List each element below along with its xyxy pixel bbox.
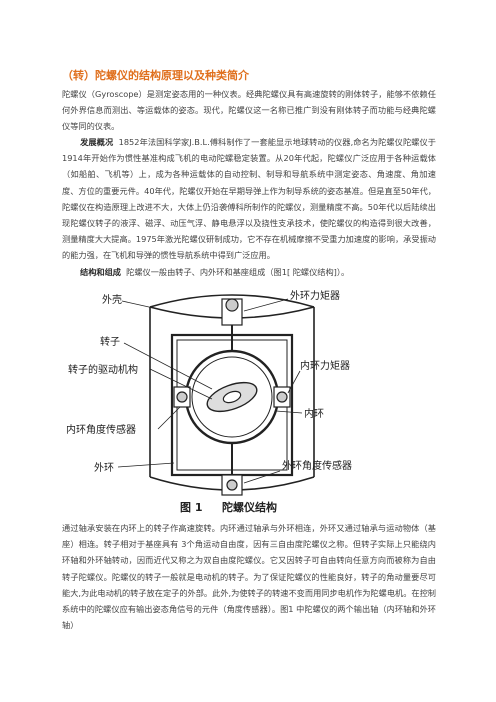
detail-paragraph: 通过轴承安装在内环上的转子作高速旋转。内环通过轴承与外环相连，外环又通过轴承与运…: [62, 520, 436, 633]
outer-angle-sensor-part: [221, 443, 243, 496]
structure-paragraph: 结构和组成 陀螺仪一般由转子、内外环和基座组成（图1[ 陀螺仪结构]）。: [62, 264, 436, 280]
inner-angle-sensor-part: [173, 386, 191, 408]
structure-text: 陀螺仪一般由转子、内外环和基座组成（图1[ 陀螺仪结构]）。: [126, 267, 350, 277]
label-inner-torquer: 内环力矩器: [300, 359, 350, 372]
history-label: 发展概况: [80, 137, 114, 147]
label-outer-angle-sensor: 外环角度传感器: [282, 459, 352, 472]
intro-paragraph: 陀螺仪（Gyroscope）是测定姿态用的一种仪表。经典陀螺仪具有高速旋转的刚体…: [62, 86, 436, 135]
gyroscope-structure-diagram: 外壳 外环力矩器 转子 内环力矩器 转子的驱动机构 内环 内环角度传感器 外环 …: [66, 289, 352, 514]
label-outer-ring: 外环: [94, 462, 114, 474]
inner-torquer-part: [273, 386, 291, 408]
label-inner-angle-sensor: 内环角度传感器: [66, 423, 136, 436]
structure-label: 结构和组成: [80, 267, 121, 277]
label-outer-torquer: 外环力矩器: [290, 289, 340, 302]
figure-caption-text: 陀螺仪结构: [222, 500, 277, 514]
label-inner-ring: 内环: [304, 407, 324, 420]
detail-text: 通过轴承安装在内环上的转子作高速旋转。内环通过轴承与外环相连，外环又通过轴承与运…: [62, 523, 436, 631]
history-paragraph: 发展概况 1852年法国科学家J.B.L.傅科制作了一套能显示地球转动的仪器,命…: [62, 134, 436, 264]
figure-caption-number: 图 1: [180, 501, 202, 514]
page-title: （转）陀螺仪的结构原理以及种类简介: [62, 69, 249, 82]
intro-text: 陀螺仪（Gyroscope）是测定姿态用的一种仪表。经典陀螺仪具有高速旋转的刚体…: [62, 89, 436, 132]
label-rotor-drive: 转子的驱动机构: [68, 363, 138, 376]
rotor-disk: [206, 381, 258, 413]
label-shell: 外壳: [102, 293, 122, 306]
label-rotor: 转子: [100, 335, 120, 348]
outer-torquer-part: [221, 298, 243, 351]
history-text: 1852年法国科学家J.B.L.傅科制作了一套能显示地球转动的仪器,命名为陀螺仪…: [62, 137, 436, 261]
